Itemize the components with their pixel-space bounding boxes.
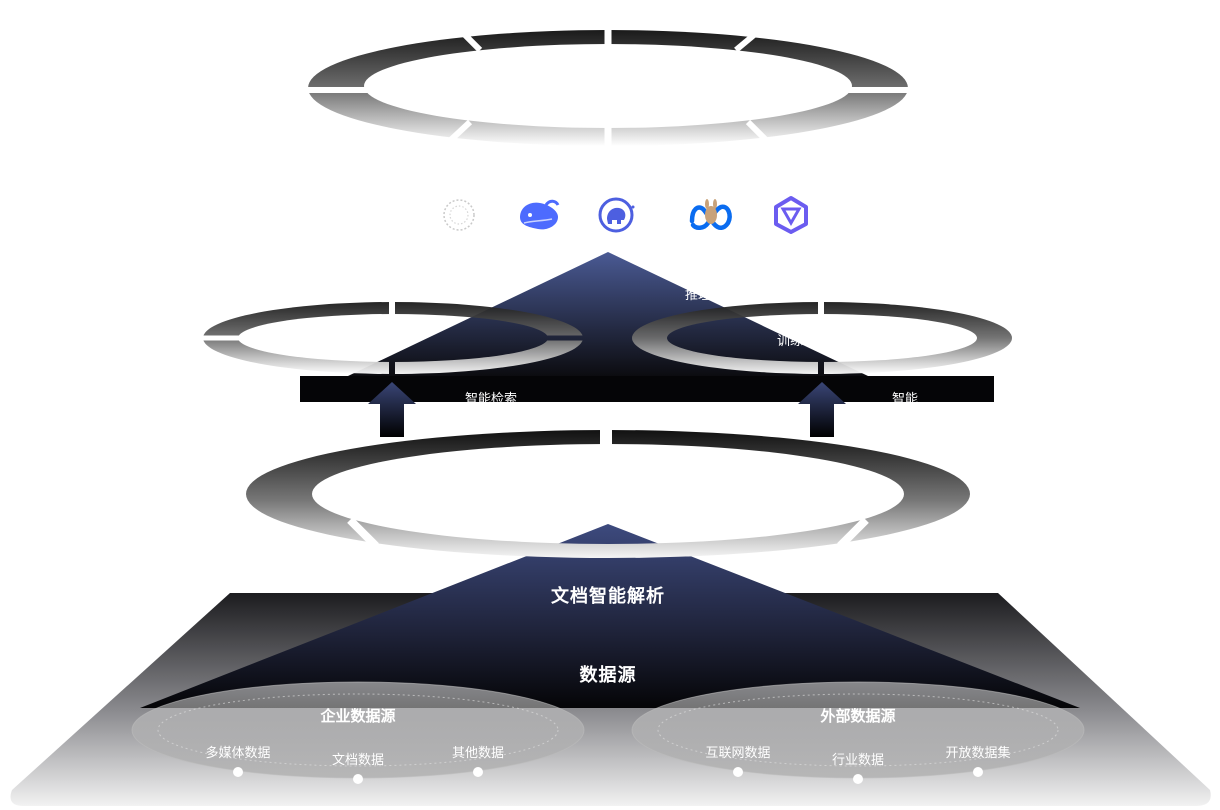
- source-label: 数据源: [579, 665, 637, 686]
- source-triangle: [140, 524, 1080, 708]
- layer-label-smart-search: 智能检索: [464, 392, 518, 407]
- deepseek-whale-icon: [516, 195, 560, 235]
- layer-label-smart: 智能: [891, 392, 919, 407]
- left-group-item: 其他数据: [451, 746, 505, 761]
- left-group-item: 文档数据: [331, 753, 385, 768]
- top-ring: [308, 30, 908, 146]
- item-dot: [353, 774, 363, 784]
- right-group-item: 行业数据: [831, 753, 885, 768]
- core-label: 文档智能解析: [551, 586, 665, 607]
- item-dot: [973, 767, 983, 777]
- middle-ring: [246, 430, 970, 558]
- service-bar: [300, 376, 994, 402]
- item-dot: [733, 767, 743, 777]
- right-group-item: 互联网数据: [705, 746, 771, 761]
- right-group-item: 开放数据集: [945, 746, 1011, 761]
- right-ring: [632, 302, 1012, 374]
- left-group-title: 企业数据源: [320, 707, 396, 725]
- right-group-title: 外部数据源: [820, 707, 896, 725]
- layer-label-inference: 推理: [684, 288, 712, 303]
- right-up-arrow: [798, 382, 846, 437]
- item-dot: [853, 774, 863, 784]
- item-dot: [473, 767, 483, 777]
- left-ring: [203, 302, 583, 374]
- elephant-model-icon: [597, 195, 637, 235]
- glm-logo-icon: [439, 195, 479, 235]
- layer-label-training: 训练: [776, 334, 804, 349]
- qwen-star-icon: [771, 195, 811, 235]
- left-group-item: 多媒体数据: [205, 746, 271, 761]
- meta-llama-icon: [686, 195, 732, 235]
- left-up-arrow: [368, 382, 416, 437]
- item-dot: [233, 767, 243, 777]
- right-group-ellipse: [631, 681, 1085, 779]
